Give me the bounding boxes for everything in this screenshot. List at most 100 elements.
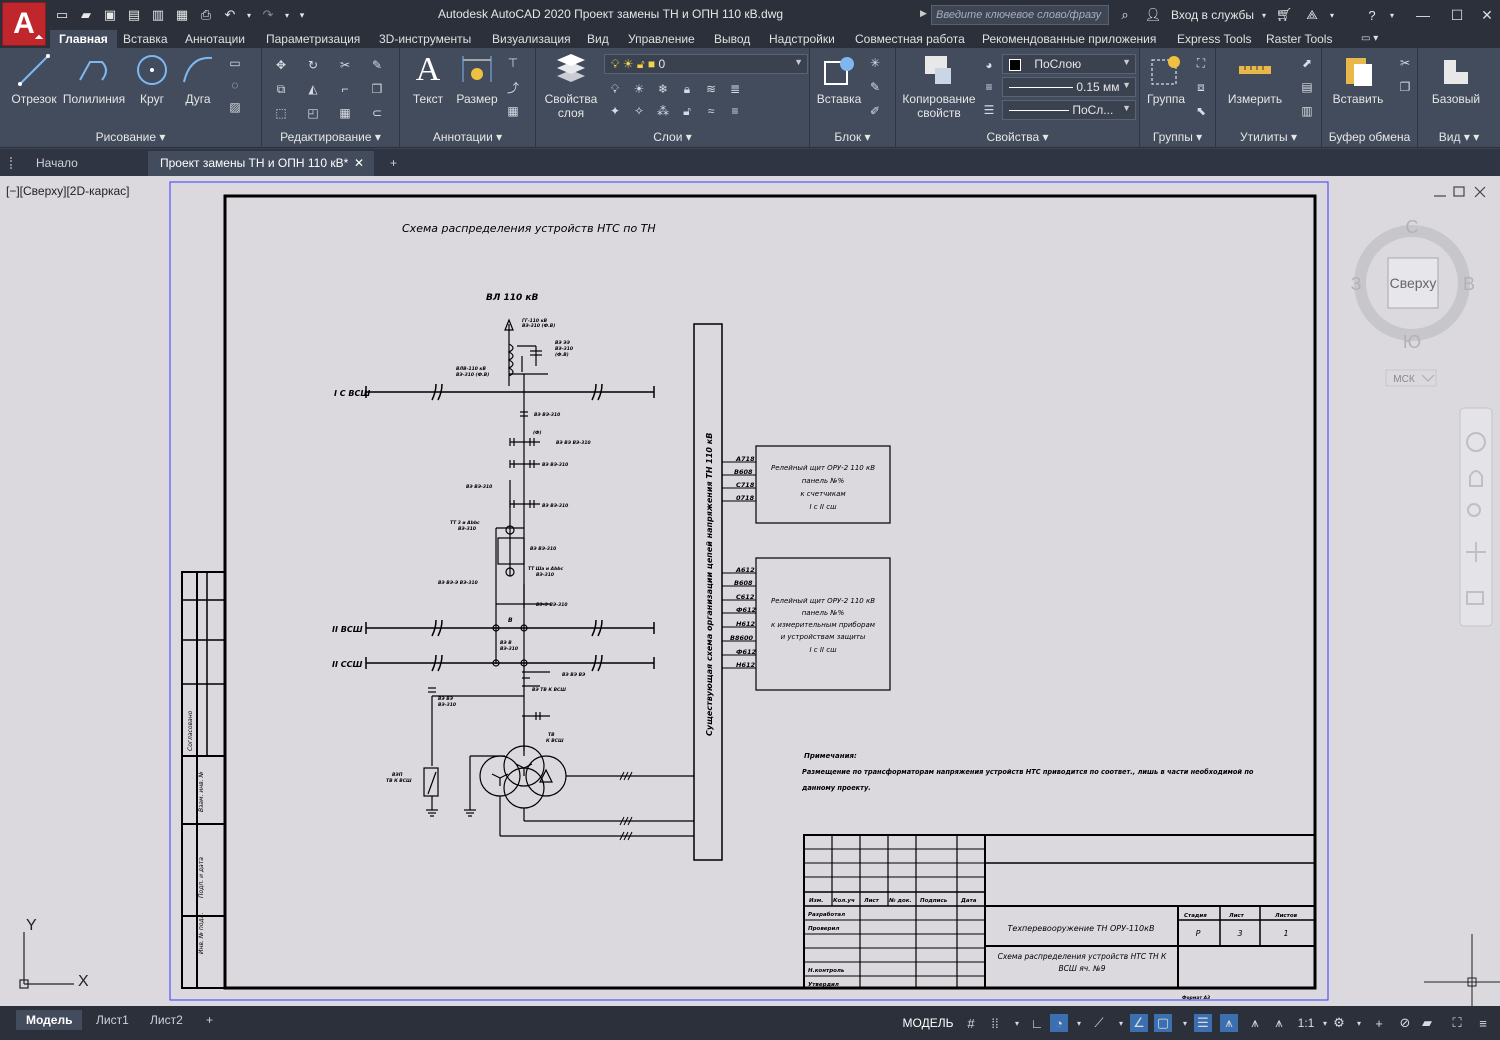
tab-collaborate[interactable]: Совместная работа: [855, 32, 965, 46]
viewcube-compass-ring[interactable]: [1354, 225, 1470, 341]
polar-dropdown-icon[interactable]: ▾: [1076, 1018, 1081, 1028]
viewport-restore-icon[interactable]: [1453, 186, 1465, 197]
panel-clipboard-title[interactable]: Буфер обмена: [1328, 130, 1411, 144]
zoom-extents-icon[interactable]: [1467, 503, 1481, 517]
search-expand-icon[interactable]: ▶: [920, 8, 927, 18]
linetype-dropdown[interactable]: ПоСл...▼: [1002, 100, 1136, 120]
panel-properties-title[interactable]: Свойства ▾: [986, 130, 1049, 144]
edit-block-icon[interactable]: ✎: [869, 80, 881, 94]
move-icon[interactable]: ✥: [275, 58, 287, 72]
polyline-button[interactable]: Полилиния: [60, 52, 128, 106]
panel-utilities-title[interactable]: Утилиты ▾: [1239, 130, 1297, 144]
text-button[interactable]: A Текст: [408, 51, 448, 106]
redo-dropdown-icon[interactable]: ▾: [284, 10, 289, 20]
viewcube-west-label[interactable]: З: [1351, 274, 1362, 294]
tab-visualize[interactable]: Визуализация: [492, 32, 571, 46]
a360-icon[interactable]: ⟁: [1306, 7, 1318, 22]
explode-icon[interactable]: ❒: [371, 82, 383, 96]
tab-output[interactable]: Вывод: [714, 32, 751, 46]
drawing-canvas[interactable]: Инв. № подл. Подп. и дата Взам. инв. № С…: [0, 176, 1500, 1006]
isolate-objects-icon[interactable]: ▰: [1422, 1015, 1432, 1030]
publish-icon[interactable]: ▥: [151, 7, 165, 22]
save-as-icon[interactable]: ▤: [127, 7, 141, 22]
isodraft-dropdown-icon[interactable]: ▾: [1118, 1018, 1123, 1028]
tab-express-tools[interactable]: Express Tools: [1177, 32, 1252, 46]
tab-menu-icon[interactable]: [10, 157, 18, 169]
layer-properties-button[interactable]: Свойства слоя: [540, 52, 602, 120]
layer-off-icon[interactable]: 💡︎: [610, 81, 620, 96]
units-icon[interactable]: ⊘: [1399, 1015, 1411, 1030]
grid-icon[interactable]: #: [967, 1015, 975, 1031]
viewport-close-icon[interactable]: [1474, 186, 1486, 198]
layout-tab-model[interactable]: Модель: [16, 1010, 83, 1030]
layer-freeze-icon[interactable]: ❄: [657, 82, 669, 96]
color-wheel-icon[interactable]: ◕: [985, 58, 993, 72]
panel-block-title[interactable]: Блок ▾: [834, 130, 871, 144]
erase-icon[interactable]: ✎: [371, 58, 383, 72]
steering-wheel-icon[interactable]: [1466, 432, 1486, 452]
table-icon[interactable]: ▦: [507, 104, 519, 118]
viewcube[interactable]: Сверху С Ю З В МСК: [1351, 217, 1475, 387]
tab-view[interactable]: Вид: [587, 32, 609, 46]
annotation-scale-icon[interactable]: ⩚: [1275, 1015, 1283, 1030]
color-dropdown[interactable]: ПоСлою▼: [1002, 54, 1136, 74]
object-snap-icon[interactable]: ▢: [1154, 1014, 1172, 1032]
tab-addins[interactable]: Надстройки: [769, 32, 835, 46]
save-icon[interactable]: ▣: [103, 7, 117, 22]
layer-unlock-icon[interactable]: 🔓︎: [683, 103, 691, 118]
open-folder-icon[interactable]: ▰: [81, 7, 91, 22]
measure-button[interactable]: Измерить: [1222, 52, 1288, 106]
scale-dropdown-icon[interactable]: ▾: [1322, 1018, 1327, 1028]
help-dropdown-icon[interactable]: ▾: [1390, 10, 1395, 20]
ucs-dropdown[interactable]: [1385, 369, 1437, 387]
fillet-icon[interactable]: ⌐: [341, 82, 349, 96]
ortho-icon[interactable]: ∟: [1030, 1015, 1044, 1031]
base-view-button[interactable]: Базовый: [1428, 52, 1484, 106]
scale-label[interactable]: 1:1: [1297, 1016, 1315, 1030]
cut-icon[interactable]: ✂: [1399, 56, 1411, 70]
line-button[interactable]: Отрезок: [6, 52, 62, 106]
sign-in-dropdown-icon[interactable]: ▾: [1262, 10, 1267, 20]
navigation-bar[interactable]: [1459, 407, 1493, 627]
tab-start[interactable]: Начало: [36, 156, 78, 170]
workspace-gear-icon[interactable]: ⚙: [1333, 1015, 1345, 1030]
drawing-viewport[interactable]: [−][Сверху][2D-каркас] Инв. № подл. Подп…: [0, 176, 1500, 1006]
copy-clip-icon[interactable]: ❐: [1399, 80, 1411, 94]
layer-dropdown[interactable]: 💡︎ ☀ 🔓︎ ■ 0▼: [604, 54, 808, 74]
copy-icon[interactable]: ⧉: [276, 81, 286, 96]
panel-modify-title[interactable]: Редактирование ▾: [280, 130, 381, 144]
mirror-icon[interactable]: ◭: [308, 82, 318, 96]
arc-button[interactable]: Дуга: [176, 52, 220, 106]
fullscreen-icon[interactable]: ⛶: [1452, 1015, 1462, 1030]
offset-icon[interactable]: ⊂: [371, 106, 383, 120]
group-select-icon[interactable]: ⬉: [1195, 104, 1207, 118]
hatch-icon[interactable]: ◌: [231, 78, 239, 92]
tab-raster-tools[interactable]: Raster Tools: [1266, 32, 1333, 46]
new-file-icon[interactable]: ▭: [55, 7, 69, 22]
insert-block-button[interactable]: Вставка: [814, 52, 864, 106]
layer-state-icon[interactable]: ≡: [731, 104, 739, 118]
gradient-icon[interactable]: ▨: [229, 100, 241, 114]
tab-parametric[interactable]: Параметризация: [266, 32, 361, 46]
lineweight-dropdown[interactable]: 0.15 мм▼: [1002, 77, 1136, 97]
array-icon[interactable]: ▦: [339, 106, 351, 120]
tab-annotate[interactable]: Аннотации: [185, 32, 245, 46]
print-icon[interactable]: ⎙: [200, 7, 212, 22]
leader-icon[interactable]: ⊤: [507, 56, 519, 70]
annotation-visibility-icon[interactable]: ⩚: [1220, 1014, 1238, 1032]
add-layout-button[interactable]: +: [206, 1013, 214, 1027]
annotation-monitor-icon[interactable]: +: [1375, 1015, 1383, 1031]
snap-icon[interactable]: ⁞⁞: [991, 1015, 999, 1031]
scale-icon[interactable]: ◰: [307, 106, 319, 120]
showmotion-icon[interactable]: [1466, 591, 1484, 605]
layer-isolate-icon[interactable]: ☀: [633, 82, 645, 96]
viewcube-east-label[interactable]: В: [1463, 274, 1475, 294]
workspace-dropdown-icon[interactable]: ▾: [1356, 1018, 1361, 1028]
lineweight-icon[interactable]: ≡: [985, 80, 993, 94]
layer-match-icon[interactable]: ≋: [705, 82, 717, 96]
viewcube-face-top[interactable]: [1387, 257, 1439, 309]
create-block-icon[interactable]: ✳: [869, 56, 881, 70]
viewcube-south-label[interactable]: Ю: [1403, 332, 1421, 352]
undo-dropdown-icon[interactable]: ▾: [246, 10, 251, 20]
layer-current-icon[interactable]: ≈: [707, 104, 715, 118]
